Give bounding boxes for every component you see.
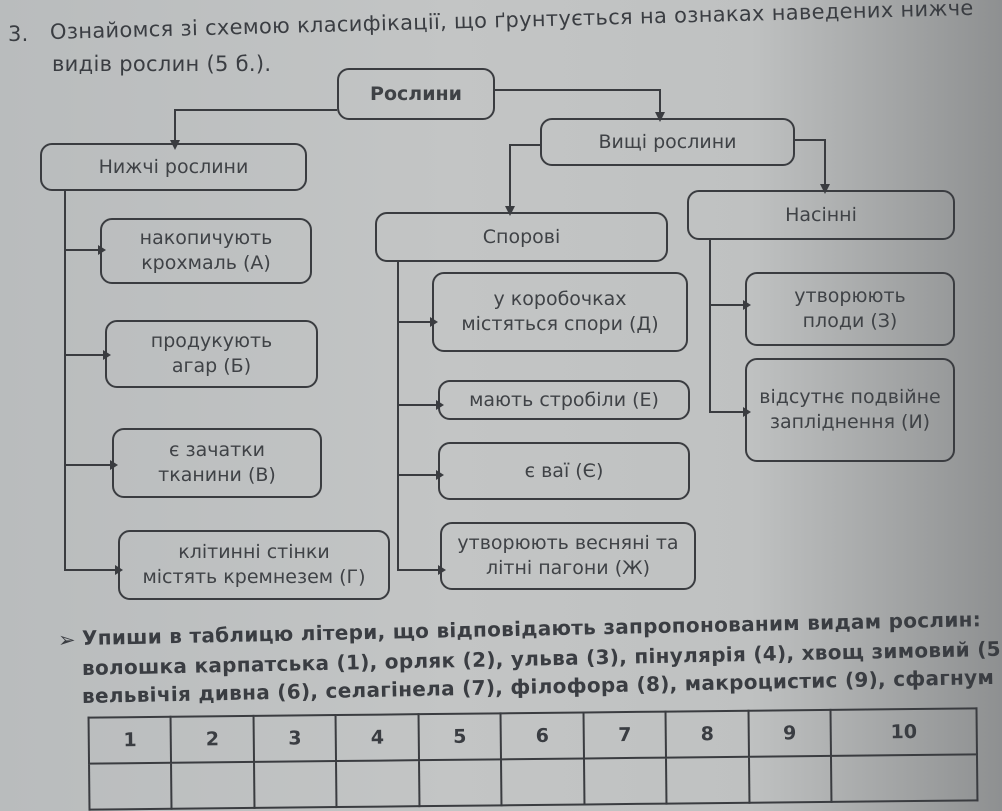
node-spore-plants: Спорові (375, 212, 668, 262)
lower-feature-v: є зачатки тканини (В) (112, 428, 322, 498)
spore-feature-zh: утворюють весняні та літні пагони (Ж) (440, 522, 696, 590)
lower-feature-a: накопичують крохмаль (А) (100, 218, 312, 284)
instruction-marker: ➢ (58, 628, 76, 652)
task-number: 3. (8, 22, 29, 46)
answer-table: 1 2 3 4 5 6 7 8 9 10 (88, 707, 979, 810)
header-cell: 10 (830, 708, 977, 756)
answer-cell[interactable] (418, 759, 502, 807)
task-text-line2: видів рослин (5 б.). (52, 52, 272, 76)
answer-cell[interactable] (89, 762, 172, 810)
lower-feature-g: клітинні стінки містять кремнезем (Г) (118, 530, 390, 600)
header-cell: 4 (335, 714, 419, 762)
node-seed-plants: Насінні (687, 190, 955, 240)
lower-feature-b: продукують агар (Б) (105, 320, 318, 388)
spore-feature-e: мають стробіли (Е) (438, 380, 690, 420)
header-cell: 5 (418, 713, 502, 761)
seed-feature-z: утворюють плоди (З) (745, 272, 955, 346)
header-cell: 6 (500, 712, 584, 760)
node-lower-plants: Нижчі рослини (40, 143, 307, 191)
answer-cell[interactable] (666, 756, 750, 804)
answer-cell[interactable] (253, 761, 337, 808)
header-cell: 8 (665, 710, 749, 758)
node-plants: Рослини (337, 68, 495, 120)
header-cell: 7 (583, 711, 667, 759)
answer-cell[interactable] (583, 757, 667, 805)
header-cell: 2 (171, 715, 254, 763)
table-answer-row (89, 754, 978, 810)
spore-feature-d: у коробочках містяться спори (Д) (432, 272, 688, 352)
answer-cell[interactable] (748, 755, 832, 803)
header-cell: 3 (253, 715, 337, 762)
answer-cell[interactable] (501, 758, 585, 806)
node-higher-plants: Вищі рослини (540, 118, 795, 166)
spore-feature-ye: є ваї (Є) (438, 442, 690, 500)
answer-cell[interactable] (336, 760, 420, 808)
answer-cell[interactable] (831, 754, 978, 802)
seed-feature-y: відсутнє подвійне запліднення (И) (745, 358, 955, 462)
header-cell: 1 (88, 716, 172, 764)
header-cell: 9 (748, 709, 832, 757)
